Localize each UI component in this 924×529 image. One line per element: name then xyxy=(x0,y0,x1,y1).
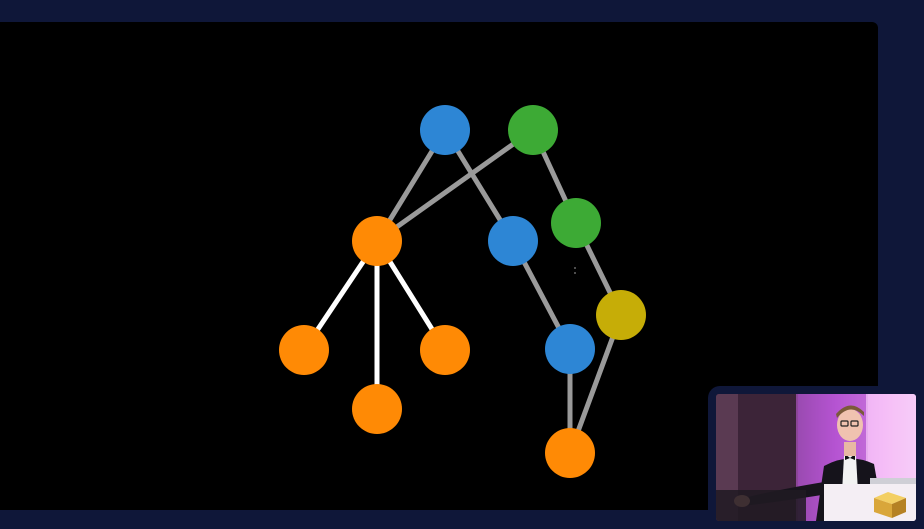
node-blue-low xyxy=(545,324,595,374)
graph-nodes xyxy=(279,105,646,478)
node-orange-bottom xyxy=(545,428,595,478)
node-orange-center xyxy=(352,384,402,434)
node-orange-right xyxy=(420,325,470,375)
node-green-mid xyxy=(551,198,601,248)
presenter-video-icon xyxy=(716,394,916,521)
node-green-top xyxy=(508,105,558,155)
graph-edges xyxy=(301,127,624,456)
node-blue-top xyxy=(420,105,470,155)
node-orange-mid xyxy=(352,216,402,266)
graph-diagram xyxy=(279,105,646,478)
presentation-slide xyxy=(0,22,878,510)
cursor-dots xyxy=(574,267,576,274)
presenter-illustration xyxy=(716,394,916,521)
presenter-video-frame[interactable] xyxy=(708,386,924,529)
edge-green-top-to-orange-mid xyxy=(374,127,536,244)
node-blue-mid xyxy=(488,216,538,266)
node-orange-left xyxy=(279,325,329,375)
node-yellow xyxy=(596,290,646,340)
